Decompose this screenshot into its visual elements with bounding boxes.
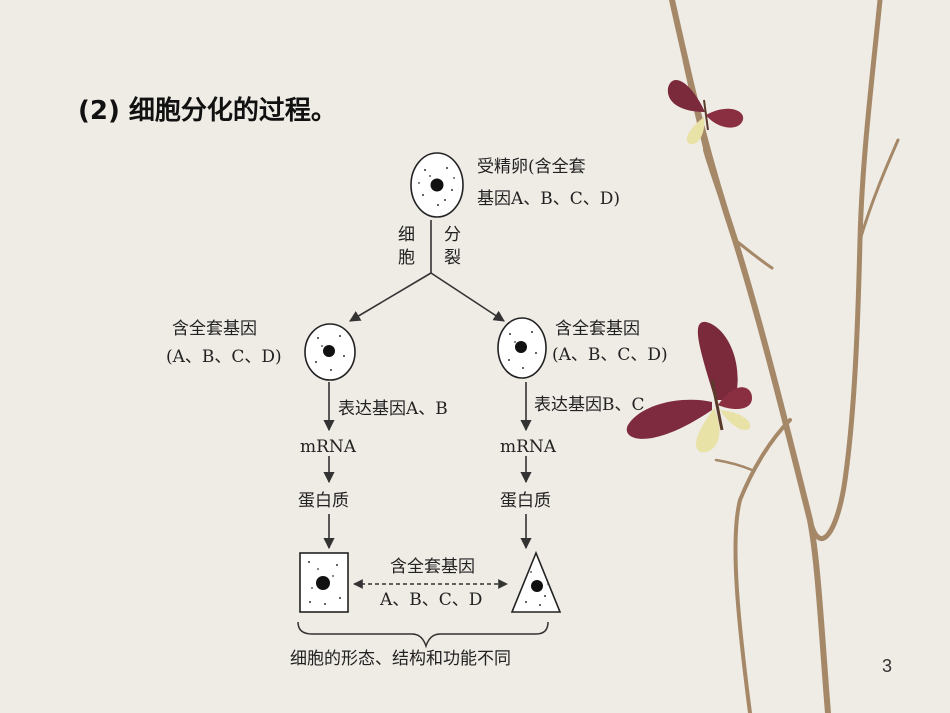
zygote-cell (410, 152, 464, 218)
division-right-arrow (430, 272, 505, 322)
left-protein-label: 蛋白质 (298, 491, 349, 511)
branch-decoration (669, 0, 900, 713)
left-daughter-cell (304, 323, 356, 381)
bottom-label: 细胞的形态、结构和功能不同 (290, 649, 511, 669)
left-cell-label-line2: (A、B、C、D) (166, 347, 282, 367)
page-number: 3 (881, 656, 892, 676)
division-label-left-1: 细 (398, 225, 415, 245)
right-mrna-label: mRNA (500, 437, 557, 457)
left-express-label: 表达基因A、B (338, 399, 448, 419)
page-title: (2) 细胞分化的过程。 (78, 96, 337, 126)
triangle-differentiated-cell (510, 550, 562, 613)
right-cell-label-line2: (A、B、C、D) (552, 345, 668, 365)
division-label-right-1: 分 (444, 225, 461, 245)
middle-label-line1: 含全套基因 (390, 557, 475, 577)
left-mrna-label: mRNA (300, 437, 357, 457)
zygote-label-line2: 基因A、B、C、D) (477, 189, 621, 209)
middle-label-line2: A、B、C、D (380, 590, 483, 610)
left-cell-label-line1: 含全套基因 (172, 319, 257, 339)
division-left-arrow (349, 272, 432, 322)
butterfly-small-icon (667, 80, 744, 145)
square-differentiated-cell (299, 552, 349, 613)
right-protein-label: 蛋白质 (500, 491, 551, 511)
division-label-left-2: 胞 (398, 248, 415, 268)
bottom-brace (297, 621, 549, 649)
right-daughter-cell (497, 317, 547, 379)
division-label-right-2: 裂 (444, 248, 461, 268)
right-express-label: 表达基因B、C (534, 395, 645, 415)
zygote-label-line1: 受精卵(含全套 (477, 157, 586, 177)
right-cell-label-line1: 含全套基因 (555, 319, 640, 339)
butterfly-large-icon (626, 321, 752, 453)
